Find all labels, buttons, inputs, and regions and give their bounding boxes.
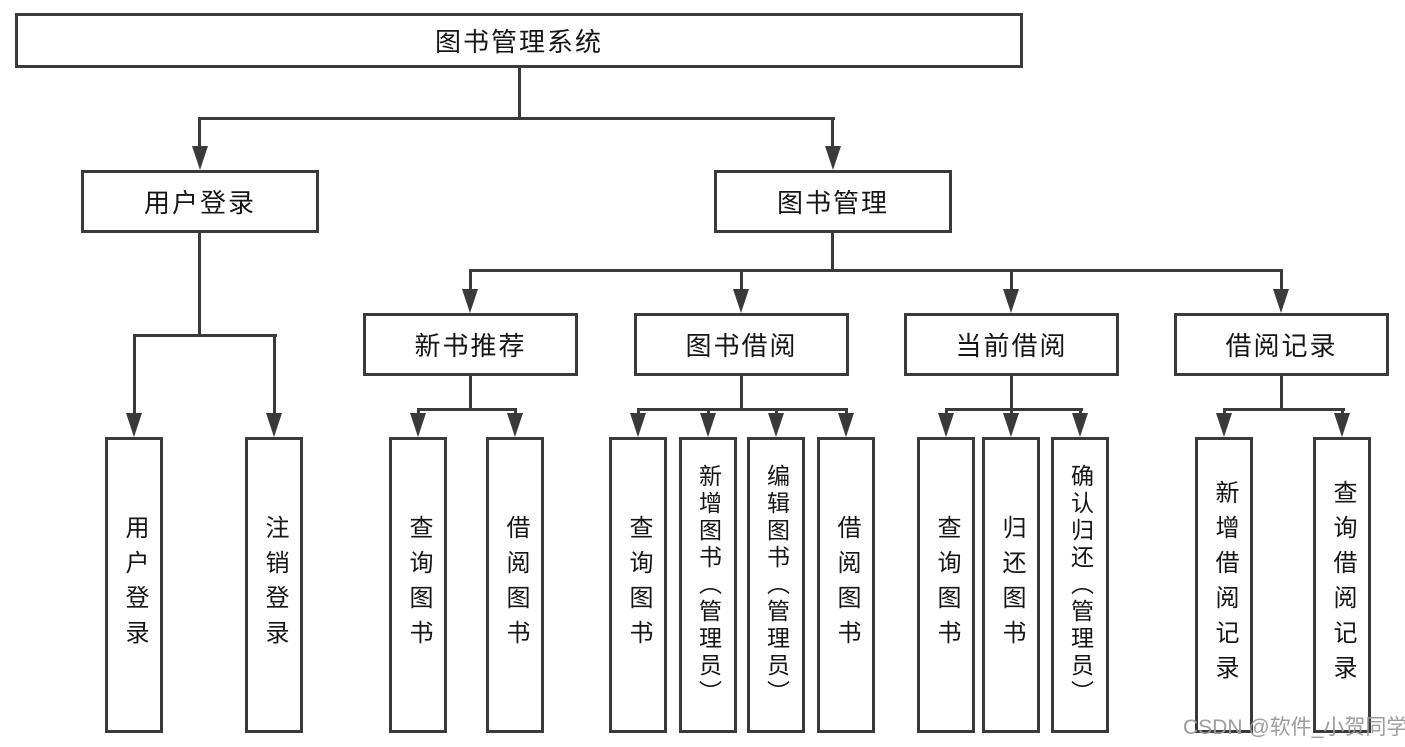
node-root-label: 图书管理系统 [434,27,603,57]
edge-borrow-records-stem-vline [1280,376,1283,411]
leaf-recommend-query-books-label: 查询图书 [405,515,432,655]
leaf-user-login: 用户登录 [105,437,163,733]
leaf-records-query-record: 查询借阅记录 [1313,437,1371,733]
edge-book-borrow-stem-vline [740,376,743,411]
edge-current-borrow-bracket-hline [945,408,1083,411]
arrowhead-to-leaf-logout [266,413,282,437]
arrowhead-to-cb-query [938,413,954,437]
edge-to-borrow-records-vline [1280,269,1283,291]
arrowhead-to-bb-add [700,413,716,437]
arrowhead-to-cb-confirm [1072,413,1088,437]
edge-user-login-stem-vline [198,233,201,337]
node-user-login: 用户登录 [81,170,319,233]
arrowhead-to-book-management [825,146,841,170]
arrowhead-to-borrow-records [1273,289,1289,313]
edge-to-new-book-recommend-vline [469,269,472,291]
edge-recommend-bracket-hline [417,408,517,411]
arrowhead-to-recommend-borrow [507,413,523,437]
arrowhead-to-bb-query [630,413,646,437]
leaf-borrow-query-books-label: 查询图书 [625,515,652,655]
leaf-current-confirm-return-admin: 确认归还（管理员） [1051,437,1109,733]
leaf-borrow-borrow-books: 借阅图书 [817,437,875,733]
edge-to-current-borrow-vline [1010,269,1013,291]
leaf-borrow-add-books-admin-label: 新增图书（管理员） [695,463,722,707]
leaf-borrow-query-books: 查询图书 [609,437,667,733]
arrowhead-to-br-query [1334,413,1350,437]
edge-to-user-login-vline [198,117,201,149]
leaf-records-add-record-label: 新增借阅记录 [1211,480,1238,690]
node-borrow-records: 借阅记录 [1174,313,1389,376]
node-user-login-label: 用户登录 [143,188,256,218]
edge-book-borrow-bracket-hline [637,408,847,411]
leaf-current-query-books: 查询图书 [917,437,975,733]
arrowhead-to-br-add [1216,413,1232,437]
edge-to-leaf-user-login-vline [133,334,136,418]
node-root: 图书管理系统 [15,13,1023,68]
csdn-watermark: CSDN @软件_小贺同学 [1183,716,1405,739]
leaf-borrow-borrow-books-label: 借阅图书 [833,515,860,655]
leaf-current-confirm-return-admin-label: 确认归还（管理员） [1067,463,1094,707]
node-new-book-recommend: 新书推荐 [363,313,578,376]
arrowhead-to-bb-edit [768,413,784,437]
node-current-borrow-label: 当前借阅 [955,331,1068,361]
edge-to-leaf-logout-vline [273,334,276,418]
node-book-management: 图书管理 [714,170,952,233]
edge-user-login-bracket-hline [133,334,277,337]
leaf-logout-label: 注销登录 [261,515,288,655]
edge-root-stem-vline [518,68,521,119]
arrowhead-to-new-book-recommend [462,289,478,313]
leaf-user-login-label: 用户登录 [121,515,148,655]
node-book-borrow: 图书借阅 [634,313,849,376]
leaf-current-return-books: 归还图书 [982,437,1040,733]
edge-recommend-stem-vline [469,376,472,411]
arrowhead-to-current-borrow [1003,289,1019,313]
leaf-records-add-record: 新增借阅记录 [1195,437,1253,733]
arrowhead-to-book-borrow [733,289,749,313]
leaf-borrow-edit-books-admin-label: 编辑图书（管理员） [763,463,790,707]
leaf-borrow-add-books-admin: 新增图书（管理员） [679,437,737,733]
leaf-current-return-books-label: 归还图书 [998,515,1025,655]
node-book-management-label: 图书管理 [776,188,889,218]
node-borrow-records-label: 借阅记录 [1225,331,1338,361]
arrowhead-to-recommend-query [410,413,426,437]
arrowhead-to-bb-borrow [838,413,854,437]
arrowhead-to-user-login [192,146,208,170]
edge-current-borrow-stem-vline [1010,376,1013,411]
edge-to-book-management-vline [831,117,834,149]
node-current-borrow: 当前借阅 [904,313,1119,376]
edge-book-management-bracket-hline [469,269,1283,272]
leaf-recommend-borrow-books: 借阅图书 [486,437,544,733]
leaf-records-query-record-label: 查询借阅记录 [1329,480,1356,690]
leaf-borrow-edit-books-admin: 编辑图书（管理员） [747,437,805,733]
leaf-recommend-query-books: 查询图书 [389,437,447,733]
leaf-current-query-books-label: 查询图书 [933,515,960,655]
edge-root-level2-hline [199,117,835,120]
edge-borrow-records-bracket-hline [1223,408,1345,411]
edge-book-management-stem-vline [831,233,834,272]
node-new-book-recommend-label: 新书推荐 [414,331,527,361]
leaf-recommend-borrow-books-label: 借阅图书 [502,515,529,655]
edge-to-book-borrow-vline [740,269,743,291]
arrowhead-to-cb-return [1003,413,1019,437]
node-book-borrow-label: 图书借阅 [685,331,798,361]
arrowhead-to-leaf-user-login [126,413,142,437]
leaf-logout: 注销登录 [245,437,303,733]
